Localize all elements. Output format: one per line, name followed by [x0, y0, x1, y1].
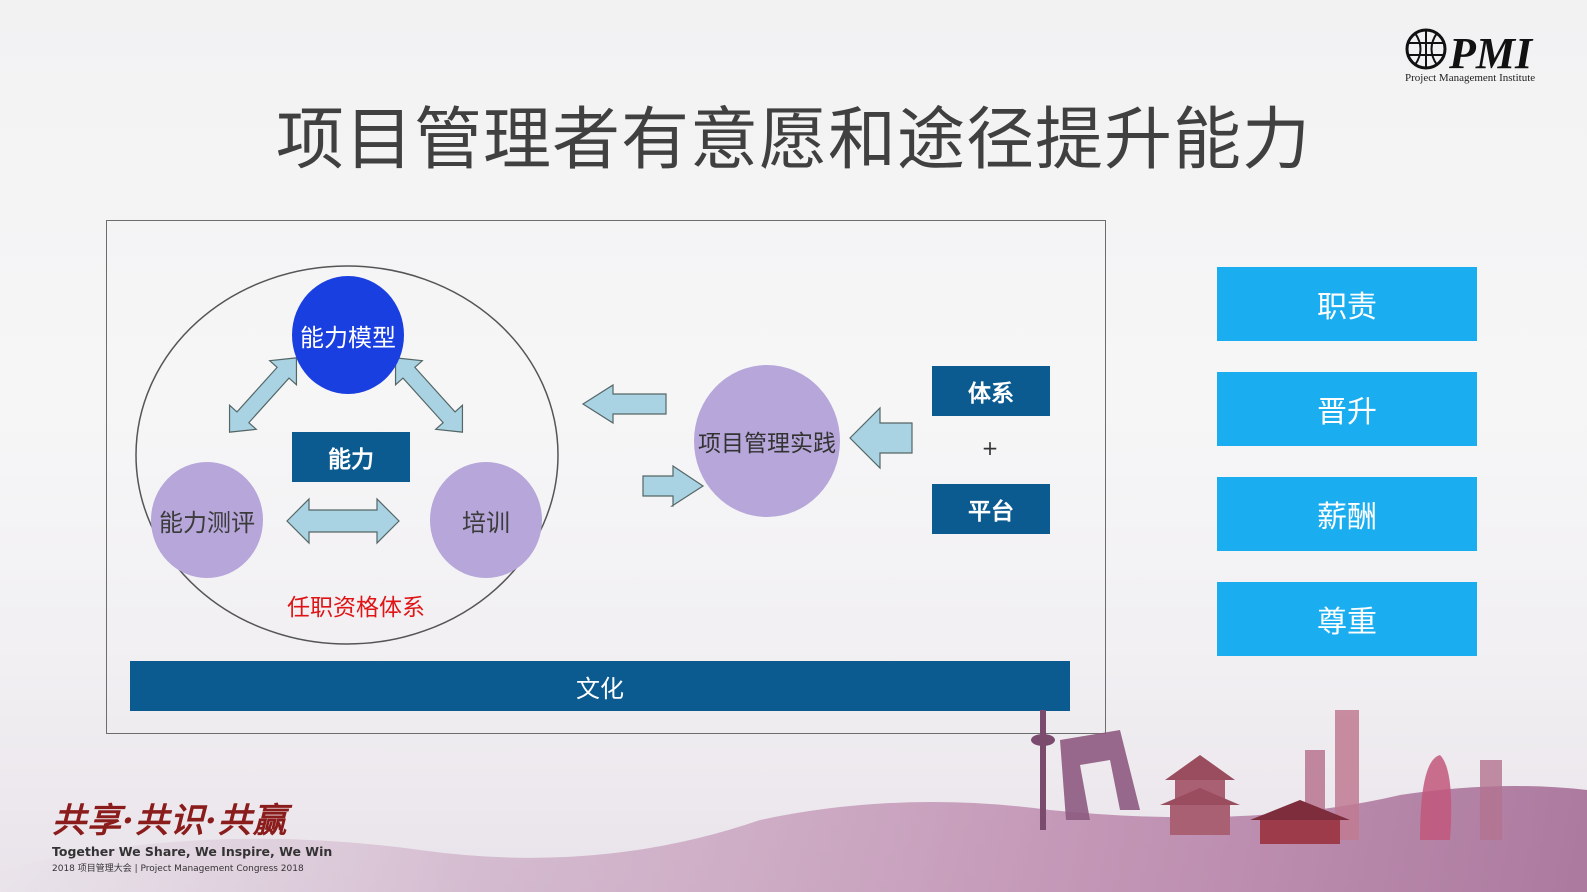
double-arrow-eval-training	[286, 497, 400, 545]
pmi-subtitle: Project Management Institute	[1405, 72, 1536, 84]
right-item-responsibility: 职责	[1217, 267, 1477, 341]
page-title: 项目管理者有意愿和途径提升能力	[275, 101, 1311, 180]
double-arrow-model-eval	[228, 357, 298, 433]
arrow-left-to-ability	[581, 383, 667, 425]
right-item-salary: 薪酬	[1217, 477, 1477, 551]
diagram-shapes	[135, 265, 913, 645]
right-item-respect: 尊重	[1217, 582, 1477, 656]
event-slogan: 共享·共识·共赢	[52, 801, 288, 841]
capability-diagram: 能力模型 能力 能力测评 培训 任职资格体系 项目管理实践 体系 + 平台 文化	[106, 220, 1106, 734]
culture-bar: 文化	[130, 661, 1070, 711]
double-arrow-model-training	[394, 357, 464, 433]
platform-box: 平台	[932, 484, 1050, 534]
pmi-globe-icon: PMI	[1405, 28, 1534, 74]
ability-model-circle: 能力模型	[292, 276, 404, 394]
ability-box: 能力	[292, 432, 410, 482]
plus-sign: +	[981, 436, 999, 460]
system-box: 体系	[932, 366, 1050, 416]
right-item-promotion: 晋升	[1217, 372, 1477, 446]
arrow-left-to-practice	[849, 406, 913, 470]
event-tagline: Together We Share, We Inspire, We Win	[52, 844, 333, 859]
event-branding: 共享·共识·共赢 Together We Share, We Inspire, …	[52, 793, 333, 874]
pmi-wordmark: PMI	[1448, 29, 1534, 74]
ability-eval-circle: 能力测评	[151, 462, 263, 578]
training-circle: 培训	[430, 462, 542, 578]
qualification-system-label: 任职资格体系	[287, 595, 425, 621]
pm-practice-circle: 项目管理实践	[694, 365, 840, 517]
diagram-frame	[106, 220, 1106, 734]
pmi-logo: PMI Project Management Institute	[1405, 28, 1570, 88]
arrow-right-to-practice	[642, 464, 705, 507]
beijing-skyline-decoration	[0, 710, 1587, 892]
event-congress: 2018 项目管理大会 | Project Management Congres…	[52, 864, 304, 874]
qualification-ellipse	[135, 265, 559, 645]
